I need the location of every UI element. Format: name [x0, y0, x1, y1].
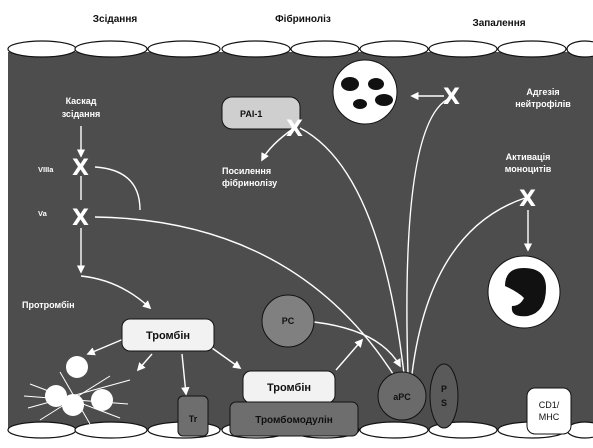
monocyte-activation-line2: моноцитів	[505, 164, 552, 174]
apc-label: aPC	[393, 392, 411, 402]
neutrophil-adhesion-line1: Адгезія	[526, 87, 559, 97]
tr-label: Tr	[189, 414, 198, 424]
pc-circle	[261, 294, 315, 348]
pai1-label: PAI-1	[240, 109, 262, 119]
connector-lines	[76, 91, 533, 396]
header-fibrinolysis: Фібриноліз	[275, 13, 331, 25]
thrombin-box-middle	[121, 318, 215, 352]
prothrombin-label: Протромбін	[22, 300, 75, 310]
ps-oval	[429, 363, 459, 429]
header-coagulation: Зсідання	[93, 14, 138, 25]
cascade-label-line2: зсідання	[62, 109, 101, 119]
mhc-label: MHC	[539, 412, 560, 422]
viiia-label: VIIIa	[38, 165, 54, 174]
header-inflammation: Запалення	[472, 18, 525, 29]
monocyte-activation-line1: Активація	[506, 152, 551, 162]
ps-label-s: S	[441, 398, 447, 408]
cascade-label-line1: Каскад	[66, 96, 97, 106]
cd1-label: CD1/	[539, 400, 560, 410]
tr-receptor	[177, 395, 209, 437]
viiia-inhibit-cross: X	[72, 156, 89, 181]
thrombomodulin-label: Тромбомодулін	[255, 414, 333, 426]
neutrophil-adhesion-line2: нейтрофілів	[515, 99, 571, 109]
pai1-inhibit-cross: X	[286, 117, 303, 142]
monocyte-activation-cross: X	[519, 187, 536, 212]
apc-circle	[377, 371, 427, 421]
ps-label-p: P	[441, 384, 447, 394]
monocyte-cell	[487, 255, 561, 329]
endothelial-layer-top	[7, 40, 593, 58]
va-inhibit-cross: X	[72, 206, 89, 231]
thrombomodulin-box	[229, 401, 359, 437]
pc-label: PC	[282, 316, 295, 326]
neutrophil-adhesion-cross: X	[443, 85, 460, 110]
thrombin-bottom-label: Тромбін	[267, 382, 311, 394]
fibrinolysis-enhancement-line1: Посилення	[222, 166, 271, 176]
blood-clot	[23, 356, 131, 425]
neutrophil-cell	[332, 59, 398, 125]
thrombin-middle-label: Тромбін	[146, 330, 190, 342]
fibrinolysis-enhancement-line2: фібринолізу	[222, 178, 277, 188]
pai1-box	[221, 96, 301, 130]
cd1-mhc-box	[526, 387, 572, 435]
va-label: Va	[38, 209, 48, 218]
